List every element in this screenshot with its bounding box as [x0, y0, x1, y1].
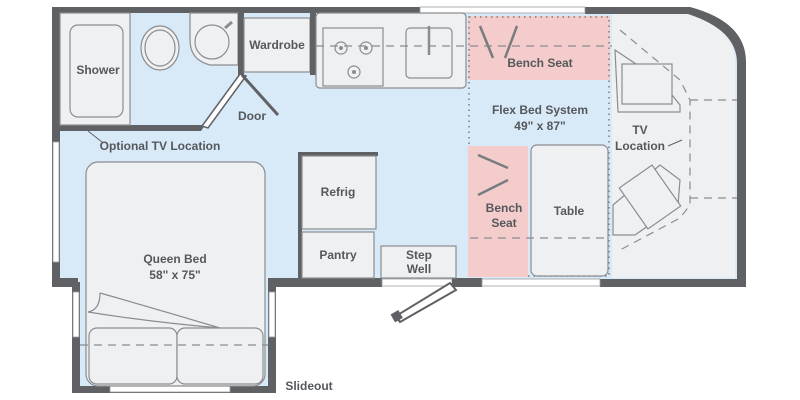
- bench-hinge-icon: [477, 153, 509, 197]
- door-label: Door: [238, 109, 266, 123]
- slideout-label: Slideout: [285, 379, 332, 393]
- bench-seat-bottom-label: Bench: [486, 201, 523, 215]
- window-bottom[interactable]: [481, 278, 601, 287]
- window-left[interactable]: [52, 141, 60, 263]
- slideout-window-right[interactable]: [268, 291, 276, 338]
- bed-sheet-fold: [87, 292, 221, 329]
- table-label: Table: [554, 204, 585, 218]
- refrigerator[interactable]: [301, 155, 377, 230]
- tv-location-label-2: Location: [615, 139, 665, 153]
- flex-bed-label: Flex Bed System: [492, 103, 588, 117]
- cab-wall: [585, 7, 746, 287]
- bathroom-wall: [60, 125, 205, 131]
- wardrobe[interactable]: [243, 17, 311, 73]
- pillow-left: [88, 327, 178, 385]
- step-well-label-2: Well: [407, 262, 431, 276]
- slideout-window-bottom[interactable]: [109, 385, 231, 393]
- shower-pan: [69, 24, 124, 118]
- bathroom-sink-icon: [189, 12, 239, 66]
- slideout-window-left[interactable]: [72, 291, 80, 338]
- tv-leader-line: [667, 139, 683, 147]
- bench-seat-top[interactable]: [468, 16, 610, 80]
- bathroom-partition: [238, 13, 244, 75]
- pillow-right: [176, 327, 264, 385]
- bottom-wall: [452, 278, 482, 287]
- flex-bed-size: 49" x 87": [514, 119, 565, 133]
- bathroom-door[interactable]: [200, 73, 280, 129]
- stove-icon: [322, 27, 384, 87]
- window-top[interactable]: [419, 6, 586, 14]
- passenger-seat[interactable]: [614, 48, 681, 113]
- entry-window[interactable]: [381, 278, 453, 287]
- step-well-label: Step: [406, 248, 432, 262]
- dinette-table[interactable]: [530, 144, 609, 277]
- kitchen-sink-icon: [405, 26, 453, 79]
- toilet-icon: [140, 25, 180, 71]
- shower-label: Shower: [76, 63, 120, 77]
- bench-seat-bottom[interactable]: [468, 146, 528, 277]
- queen-bed-label: Queen Bed: [143, 252, 206, 266]
- bottom-wall: [268, 278, 382, 287]
- optional-tv-location-label: Optional TV Location: [100, 139, 221, 153]
- pantry[interactable]: [301, 231, 375, 279]
- tv-location-label: TV: [632, 123, 647, 137]
- pantry-label: Pantry: [319, 248, 357, 262]
- wardrobe-label: Wardrobe: [249, 38, 305, 52]
- tv-leader-line: [87, 130, 103, 143]
- bench-hinge-icon: [478, 25, 519, 59]
- bench-seat-bottom-label-2: Seat: [491, 216, 516, 230]
- wardrobe-wall: [310, 13, 316, 75]
- queen-bed-size: 58" x 75": [149, 268, 200, 282]
- bench-seat-top-label: Bench Seat: [507, 56, 572, 70]
- driver-seat[interactable]: [612, 164, 682, 236]
- entry-door[interactable]: [390, 281, 458, 324]
- refrig-label: Refrig: [321, 185, 356, 199]
- bottom-wall: [52, 278, 78, 287]
- step-well[interactable]: [380, 245, 457, 279]
